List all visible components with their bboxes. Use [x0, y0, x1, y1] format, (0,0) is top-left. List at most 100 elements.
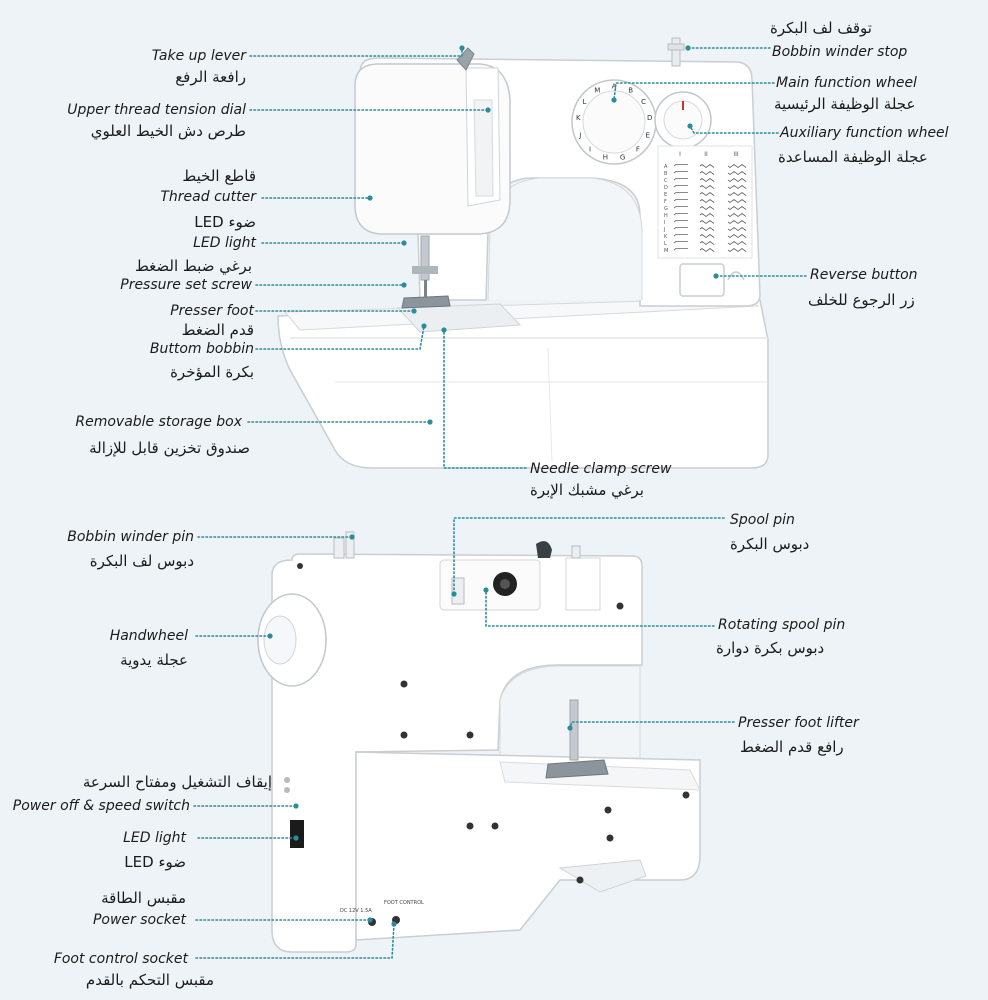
- stitch-pattern: [699, 227, 715, 231]
- label-handwheel-ar: عجلة يدوية: [120, 651, 188, 669]
- label-upper-thread-tension-dial: Upper thread tension dial: [67, 102, 246, 118]
- panel-row-letter: A: [664, 164, 668, 170]
- leader-dot: [427, 419, 433, 425]
- leader-dot: [349, 534, 355, 540]
- stitch-pattern: [673, 199, 688, 202]
- leader-dot: [293, 835, 299, 841]
- leader-dot: [401, 282, 407, 288]
- panel-row-letter: F: [664, 199, 667, 205]
- leader-dot: [459, 45, 465, 51]
- label-led-light-bottom: LED light: [123, 830, 186, 846]
- label-led-light-top: LED light: [193, 235, 256, 251]
- bottom-sewing-machine: DC 12V 1.5A FOOT CONTROL: [257, 531, 701, 953]
- panel-row-letter: E: [664, 192, 667, 198]
- label-presser-foot-lifter-ar: رافع قدم الضغط: [740, 738, 844, 756]
- stitch-pattern: [727, 227, 747, 231]
- label-presser-foot: Presser foot: [170, 303, 254, 319]
- stitch-pattern: [699, 185, 715, 189]
- label-foot-control-socket: Foot control socket: [53, 951, 188, 967]
- label-rotating-spool-pin: Rotating spool pin: [718, 617, 846, 633]
- label-thread-cutter-ar: قاطع الخيط: [182, 167, 256, 185]
- dial-letter: G: [620, 154, 625, 162]
- leader-lines: [193, 45, 807, 959]
- leader-line: [195, 923, 395, 959]
- panel-row-letter: B: [664, 171, 668, 177]
- leader-dot: [485, 107, 491, 113]
- stitch-pattern: [699, 213, 715, 217]
- stitch-pattern: [673, 241, 688, 244]
- dial-letter: B: [628, 87, 633, 95]
- leader-dot: [611, 97, 617, 103]
- leader-dot: [421, 323, 427, 329]
- label-needle-clamp-screw: Needle clamp screw: [530, 461, 672, 477]
- leader-dot: [451, 591, 457, 597]
- label-pressure-set-screw-ar: برغي ضبط الضغط: [134, 257, 252, 275]
- panel-header: I: [679, 151, 681, 158]
- panel-row-letter: L: [664, 241, 667, 247]
- stitch-pattern: [727, 220, 747, 224]
- stitch-pattern: [699, 164, 715, 168]
- leader-dot: [685, 45, 691, 51]
- stitch-pattern: [673, 171, 688, 174]
- dial-letter: L: [582, 98, 586, 106]
- stitch-pattern: [673, 248, 688, 251]
- leader-dot: [567, 725, 573, 731]
- label-bobbin-winder-pin: Bobbin winder pin: [67, 529, 194, 545]
- stitch-pattern: [699, 234, 715, 238]
- label-bobbin-winder-stop-ar: توقف لف البكرة: [770, 19, 872, 37]
- panel-row-letter: G: [664, 206, 668, 212]
- dial-letter: A: [612, 83, 617, 91]
- leader-dot: [367, 917, 373, 923]
- stitch-pattern: [699, 241, 715, 245]
- leader-dot: [367, 195, 373, 201]
- panel-row-letter: C: [664, 178, 668, 184]
- dial-letter: E: [645, 131, 649, 139]
- stitch-pattern: [727, 192, 747, 196]
- stitch-pattern: [727, 206, 747, 210]
- leader-line: [689, 125, 779, 134]
- svg-text:DC 12V 1.5A: DC 12V 1.5A: [340, 908, 372, 914]
- stitch-pattern: [699, 178, 715, 182]
- label-spool-pin: Spool pin: [730, 512, 795, 528]
- stitch-pattern: [727, 234, 747, 238]
- label-reverse-button-ar: زر الرجوع للخلف: [808, 291, 915, 309]
- dial-letter: I: [589, 145, 591, 153]
- stitch-pattern: [727, 248, 747, 252]
- label-auxiliary-function-wheel-ar: عجلة الوظيفة المساعدة: [778, 148, 928, 166]
- label-led-light-bottom-ar: ضوء LED: [124, 853, 186, 871]
- label-power-off-speed-switch-ar: إيقاف التشغيل ومفتاح السرعة: [82, 773, 272, 791]
- dial-letter: J: [578, 131, 581, 139]
- leader-line: [453, 517, 725, 595]
- label-pressure-set-screw: Pressure set screw: [120, 277, 252, 293]
- leader-dot: [441, 327, 447, 333]
- svg-text:FOOT CONTROL: FOOT CONTROL: [384, 900, 424, 906]
- leader-dot: [391, 921, 397, 927]
- panel-row-letter: M: [664, 248, 668, 254]
- stitch-pattern: [699, 199, 715, 203]
- stitch-pattern: [727, 185, 747, 189]
- label-spool-pin-ar: دبوس البكرة: [730, 535, 810, 553]
- stitch-pattern: [673, 178, 688, 181]
- stitch-pattern: [673, 227, 688, 230]
- label-buttom-bobbin-ar: بكرة المؤخرة: [170, 363, 254, 381]
- leader-dot: [411, 308, 417, 314]
- stitch-pattern: [699, 220, 715, 224]
- label-upper-thread-tension-dial-ar: طرص دش الخيط العلوي: [90, 122, 246, 140]
- panel-header: III: [733, 151, 739, 158]
- label-handwheel: Handwheel: [109, 628, 188, 644]
- dial-letter: K: [576, 114, 581, 122]
- leader-dot: [401, 240, 407, 246]
- dial-letter: C: [641, 98, 646, 106]
- stitch-pattern: [699, 171, 715, 175]
- label-thread-cutter: Thread cutter: [160, 189, 256, 205]
- label-needle-clamp-screw-ar: برغي مشبك الإبرة: [530, 481, 644, 499]
- label-presser-foot-ar: قدم الضغط: [181, 321, 254, 339]
- label-removable-storage-box-ar: صندوق تخزين قابل للإزالة: [89, 439, 250, 457]
- dial-letter: F: [636, 145, 640, 153]
- label-removable-storage-box: Removable storage box: [75, 414, 242, 430]
